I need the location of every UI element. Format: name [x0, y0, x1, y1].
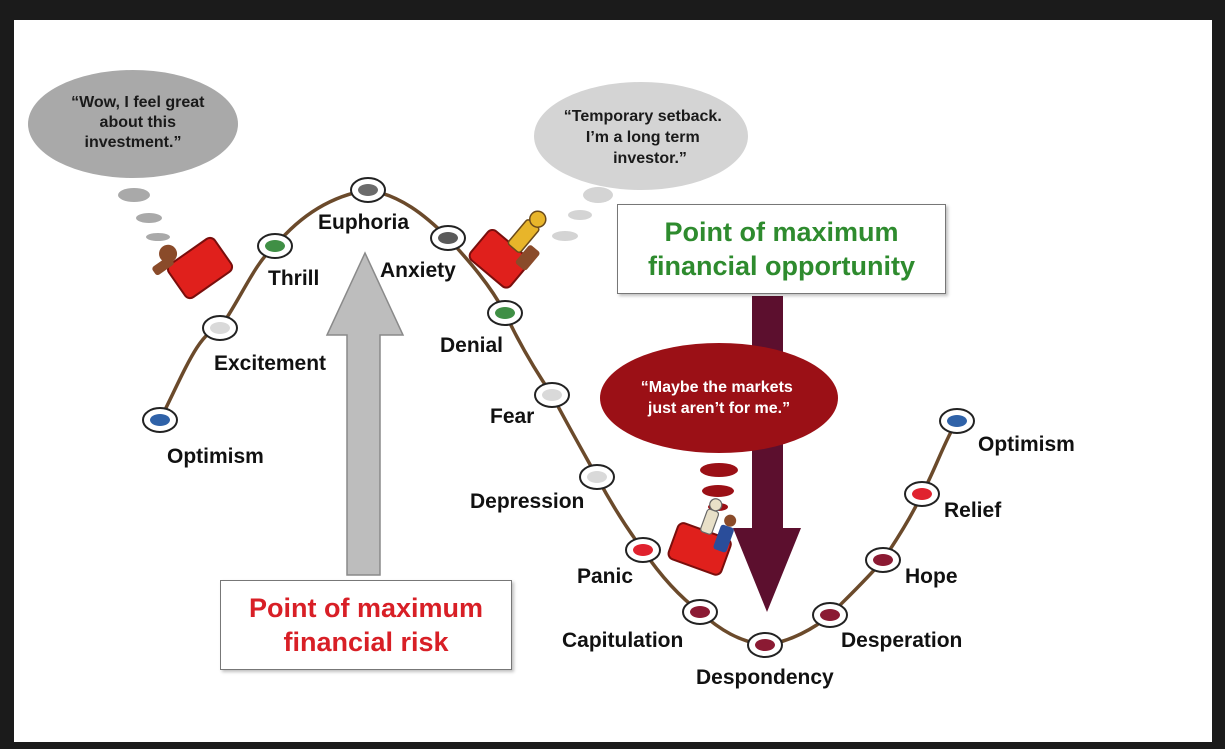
anxiety-quote-line: “Temporary setback. [564, 108, 722, 125]
despondency-thought-bubble: “Maybe the markets just aren’t for me.” [600, 343, 838, 511]
max-risk-line: Point of maximum [248, 593, 484, 623]
svg-text:“Maybe the markets just: “Maybe the markets just aren’t for me.” [641, 379, 798, 417]
svg-text:“Wow, I feel great about: “Wow, I feel great about this investment… [71, 94, 209, 151]
opportunity-down-arrow [733, 296, 801, 612]
stage-label-desperation: Desperation [841, 629, 962, 652]
anxiety-quote-line: I’m a long term [586, 129, 700, 146]
max-risk-line: financial risk [283, 627, 449, 657]
stage-label-depression: Depression [470, 490, 584, 513]
stage-label-anxiety: Anxiety [380, 259, 456, 282]
euphoria-quote-line: “Wow, I feel great [71, 94, 205, 111]
stage-label-thrill: Thrill [268, 267, 319, 290]
stage-label-optimism-end: Optimism [978, 433, 1075, 456]
stage-label-panic: Panic [577, 565, 633, 588]
euphoria-thought-bubble: “Wow, I feel great about this investment… [28, 70, 238, 241]
stage-label-fear: Fear [490, 405, 534, 428]
stage-nodes [142, 177, 975, 658]
stage-label-euphoria: Euphoria [318, 211, 409, 234]
despondency-quote-line: “Maybe the markets [641, 379, 793, 396]
max-opportunity-line: Point of maximum [664, 217, 899, 247]
anxiety-quote-line: investor.” [613, 150, 687, 167]
stage-label-hope: Hope [905, 565, 958, 588]
stage-label-denial: Denial [440, 334, 503, 357]
max-opportunity-callout: Point of maximum financial opportunity [617, 204, 946, 294]
coaster-cart-rising-icon [152, 236, 234, 300]
svg-text:“Temporary setback. I’m: “Temporary setback. I’m a long term inve… [564, 108, 726, 167]
euphoria-quote-line: about this [100, 114, 177, 131]
despondency-quote-line: just aren’t for me.” [647, 400, 790, 417]
stage-label-capitulation: Capitulation [562, 629, 683, 652]
stage-label-despondency: Despondency [696, 666, 834, 689]
stage-label-relief: Relief [944, 499, 1002, 522]
max-opportunity-line: financial opportunity [648, 251, 915, 281]
coaster-cart-bottom-icon [667, 498, 737, 576]
anxiety-thought-bubble: “Temporary setback. I’m a long term inve… [534, 82, 748, 241]
stage-label-optimism-start: Optimism [167, 445, 264, 468]
max-risk-callout: Point of maximum financial risk [220, 580, 512, 670]
coaster-cart-falling-icon [468, 210, 547, 289]
stage-label-excitement: Excitement [214, 352, 326, 375]
risk-up-arrow [325, 251, 405, 576]
euphoria-quote-line: investment.” [85, 134, 182, 151]
